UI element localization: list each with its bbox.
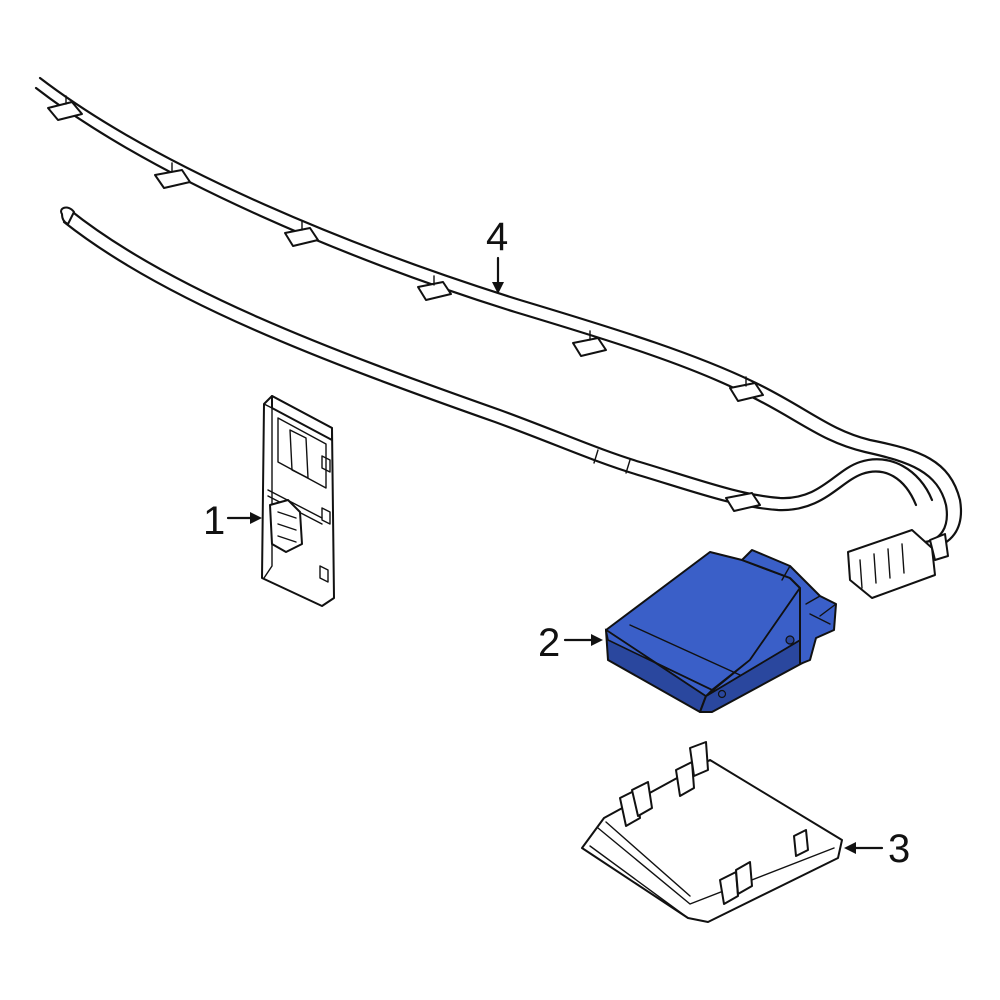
callout-4-number: 4 <box>486 215 508 259</box>
callout-4: 4 <box>486 215 508 294</box>
callout-1: 1 <box>203 499 262 543</box>
callout-2-number: 2 <box>538 621 560 665</box>
callout-3-number: 3 <box>888 827 910 871</box>
callout-2: 2 <box>538 621 603 665</box>
callout-1-arrowhead <box>250 512 262 524</box>
part-1-control-unit[interactable] <box>261 395 335 607</box>
callout-4-arrowhead <box>492 282 504 294</box>
harness-connector <box>847 529 949 599</box>
part-4-wire-harness[interactable] <box>34 76 963 599</box>
callout-1-number: 1 <box>203 499 225 543</box>
part-3-cover[interactable] <box>581 741 843 923</box>
callout-3: 3 <box>844 827 910 871</box>
callout-3-arrowhead <box>844 842 856 854</box>
harness-clip <box>47 95 764 402</box>
callout-2-arrowhead <box>591 634 603 646</box>
part-2-highlighted-module[interactable] <box>604 549 837 713</box>
